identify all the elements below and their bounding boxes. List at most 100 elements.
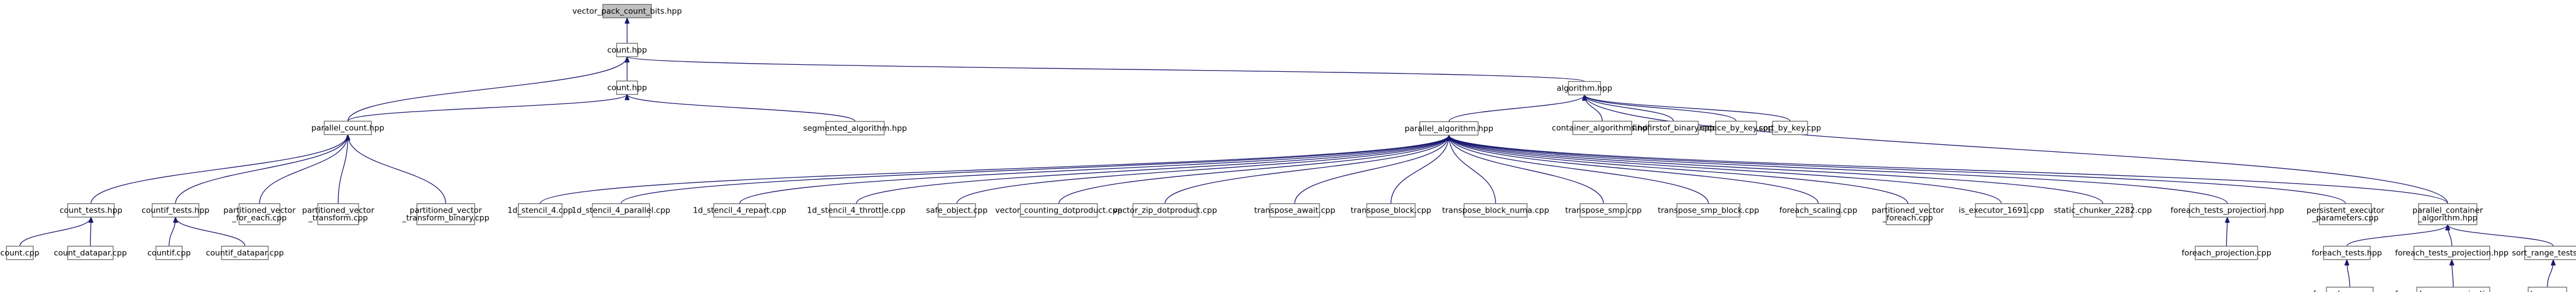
node-parallel-container[interactable]: parallel_container_algorithm.hpp bbox=[2413, 203, 2483, 225]
node-label: foreach_tests_projection.hpp bbox=[2395, 249, 2509, 258]
node-box bbox=[238, 203, 280, 225]
node-label: _algorithm.hpp bbox=[2417, 214, 2477, 223]
node-label: transpose_smp.cpp bbox=[1565, 206, 1641, 215]
node-transpose-await[interactable]: transpose_await.cpp bbox=[1254, 203, 1335, 218]
node-stencil4[interactable]: 1d_stencil_4.cpp bbox=[507, 203, 573, 218]
node-label: countif_tests.hpp bbox=[142, 206, 209, 215]
node-stencil4-parallel[interactable]: 1d_stencil_4_parallel.cpp bbox=[571, 203, 671, 218]
node-label: partitioned_vector bbox=[302, 206, 374, 215]
node-count-cpp[interactable]: count.cpp bbox=[1, 245, 40, 260]
edge-segmented-to-count-hpp2 bbox=[627, 94, 856, 122]
node-transpose-smp[interactable]: transpose_smp.cpp bbox=[1565, 203, 1642, 218]
node-label: reduce_by_key.cpp bbox=[1699, 124, 1773, 133]
edge-transpose-block-numa-to-parallel-algorithm bbox=[1449, 135, 1496, 204]
node-label: foreach_scaling.cpp bbox=[1780, 206, 1858, 215]
node-box bbox=[2413, 245, 2490, 260]
node-box bbox=[317, 203, 359, 225]
node-pv-foreach2[interactable]: partitioned_vector_foreach.cpp bbox=[1872, 203, 1944, 225]
node-vpcb[interactable]: vector_pack_count_bits.hpp bbox=[573, 4, 682, 19]
node-pv-foreach[interactable]: partitioned_vector_for_each.cpp bbox=[223, 203, 296, 225]
node-container-algorithms[interactable]: container_algorithms.hpp bbox=[1552, 120, 1653, 135]
node-label: count.hpp bbox=[607, 84, 647, 93]
node-label: vector_pack_count_bits.hpp bbox=[573, 7, 682, 16]
node-foreach-range[interactable]: foreach_range.cpp bbox=[2313, 287, 2387, 292]
node-safe-object[interactable]: safe_object.cpp bbox=[926, 203, 988, 218]
edge-count-tests-to-parallel-count bbox=[90, 135, 348, 204]
node-vc-dotproduct[interactable]: vector_counting_dotproduct.cpp bbox=[995, 203, 1122, 218]
edge-vc-dotproduct-to-parallel-algorithm bbox=[1058, 135, 1449, 204]
node-transpose-block-numa[interactable]: transpose_block_numa.cpp bbox=[1442, 203, 1549, 218]
node-box bbox=[1269, 203, 1320, 218]
node-findfirstof[interactable]: findfirstof_binary.cpp bbox=[1632, 120, 1715, 135]
node-countif-cpp[interactable]: countif.cpp bbox=[148, 245, 191, 260]
edge-stencil4-repart-to-parallel-algorithm bbox=[739, 135, 1450, 204]
node-is-executor[interactable]: is_executor_1691.cpp bbox=[1959, 203, 2044, 218]
node-transpose-block[interactable]: transpose_block.cpp bbox=[1350, 203, 1431, 218]
node-stencil4-repart[interactable]: 1d_stencil_4_repart.cpp bbox=[693, 203, 787, 218]
edge-countif-datapar-to-countif-tests bbox=[176, 217, 245, 246]
node-box bbox=[2323, 245, 2371, 260]
node-foreach-tests-projection[interactable]: foreach_tests_projection.hpp bbox=[2171, 203, 2284, 218]
node-box bbox=[2189, 203, 2266, 218]
node-stencil4-throttle[interactable]: 1d_stencil_4_throttle.cpp bbox=[807, 203, 906, 218]
node-parallel-count[interactable]: parallel_count.hpp bbox=[311, 120, 384, 135]
node-countif-datapar[interactable]: countif_datapar.cpp bbox=[206, 245, 284, 260]
node-label: foreach_range_projection.cpp bbox=[2395, 290, 2512, 292]
node-pv-transform[interactable]: partitioned_vector_transform.cpp bbox=[302, 203, 374, 225]
node-foreach-tests[interactable]: foreach_tests.hpp bbox=[2312, 245, 2382, 260]
edge-pv-transform-to-parallel-count bbox=[338, 135, 348, 204]
edge-count-cpp-to-count-tests bbox=[19, 217, 91, 246]
node-count-hpp[interactable]: count.hpp bbox=[607, 43, 647, 57]
node-box bbox=[616, 80, 638, 95]
node-algorithm-hpp[interactable]: algorithm.hpp bbox=[1557, 81, 1612, 96]
node-label: sort_by_key.cpp bbox=[1759, 124, 1822, 133]
node-box bbox=[1715, 120, 1757, 135]
edge-foreach-range-projection-to-foreach-tests-projection2 bbox=[2452, 260, 2454, 287]
edge-reduce-by-key-to-algorithm-hpp bbox=[1585, 95, 1737, 121]
node-label: count_datapar.cpp bbox=[54, 249, 127, 258]
node-foreach-projection[interactable]: foreach_projection.cpp bbox=[2182, 245, 2272, 260]
node-foreach-scaling[interactable]: foreach_scaling.cpp bbox=[1780, 203, 1858, 218]
edge-foreach-scaling-to-parallel-algorithm bbox=[1449, 135, 1819, 204]
node-parallel-algorithm[interactable]: parallel_algorithm.hpp bbox=[1405, 121, 1493, 136]
node-box bbox=[1975, 203, 2028, 218]
node-label: partitioned_vector bbox=[223, 206, 296, 215]
node-box bbox=[602, 4, 652, 19]
edge-sort-by-key-to-algorithm-hpp bbox=[1585, 94, 1791, 122]
node-label: foreach_tests_projection.hpp bbox=[2171, 206, 2284, 215]
node-label: safe_object.cpp bbox=[926, 206, 988, 215]
node-sort-by-key[interactable]: sort_by_key.cpp bbox=[1759, 120, 1822, 135]
node-foreach-tests-projection2[interactable]: foreach_tests_projection.hpp bbox=[2395, 245, 2509, 260]
node-reduce-by-key[interactable]: reduce_by_key.cpp bbox=[1699, 120, 1773, 135]
node-count-tests[interactable]: count_tests.hpp bbox=[59, 203, 122, 218]
node-label: partitioned_vector bbox=[1872, 206, 1944, 215]
node-static-chunker[interactable]: static_chunker_2282.cpp bbox=[2054, 203, 2152, 218]
node-vz-dotproduct[interactable]: vector_zip_dotproduct.cpp bbox=[1113, 203, 1217, 218]
node-count-datapar[interactable]: count_datapar.cpp bbox=[54, 245, 127, 260]
edge-is-executor-to-parallel-algorithm bbox=[1449, 135, 2002, 204]
node-label: countif_datapar.cpp bbox=[206, 249, 284, 258]
node-count-hpp2[interactable]: count.hpp bbox=[607, 80, 647, 95]
node-transpose-smp-block[interactable]: transpose_smp_block.cpp bbox=[1658, 203, 1759, 218]
edge-persistent-executor-to-parallel-algorithm bbox=[1449, 135, 2346, 204]
node-label: _parameters.cpp bbox=[2312, 214, 2379, 223]
node-persistent-executor[interactable]: persistent_executor_parameters.cpp bbox=[2307, 203, 2385, 225]
node-foreach-range-projection[interactable]: foreach_range_projection.cpp bbox=[2395, 287, 2512, 292]
node-pv-transform-binary[interactable]: partitioned_vector_transform_binary.cpp bbox=[402, 203, 489, 225]
node-countif-tests[interactable]: countif_tests.hpp bbox=[142, 203, 209, 218]
node-label: vector_counting_dotproduct.cpp bbox=[995, 206, 1122, 215]
node-label: _transform_binary.cpp bbox=[402, 214, 489, 223]
node-sort-range-tests[interactable]: sort_range_tests.hpp bbox=[2512, 245, 2576, 260]
edge-stencil4-parallel-to-parallel-algorithm bbox=[620, 135, 1449, 204]
edge-sort-range-to-sort-range-tests bbox=[2547, 260, 2553, 287]
node-sort-range[interactable]: sort_range.cpp bbox=[2518, 287, 2576, 292]
node-label: countif.cpp bbox=[148, 249, 191, 258]
edge-foreach-projection-to-foreach-tests-projection bbox=[2227, 217, 2228, 246]
node-segmented[interactable]: segmented_algorithm.hpp bbox=[803, 121, 907, 135]
edge-algorithm-hpp-to-count-hpp bbox=[627, 56, 1585, 82]
edge-findfirstof-to-algorithm-hpp bbox=[1585, 95, 1674, 121]
node-label: count_tests.hpp bbox=[59, 206, 122, 215]
node-label: 1d_stencil_4_repart.cpp bbox=[693, 206, 786, 215]
node-label: 1d_stencil_4_parallel.cpp bbox=[571, 206, 670, 215]
